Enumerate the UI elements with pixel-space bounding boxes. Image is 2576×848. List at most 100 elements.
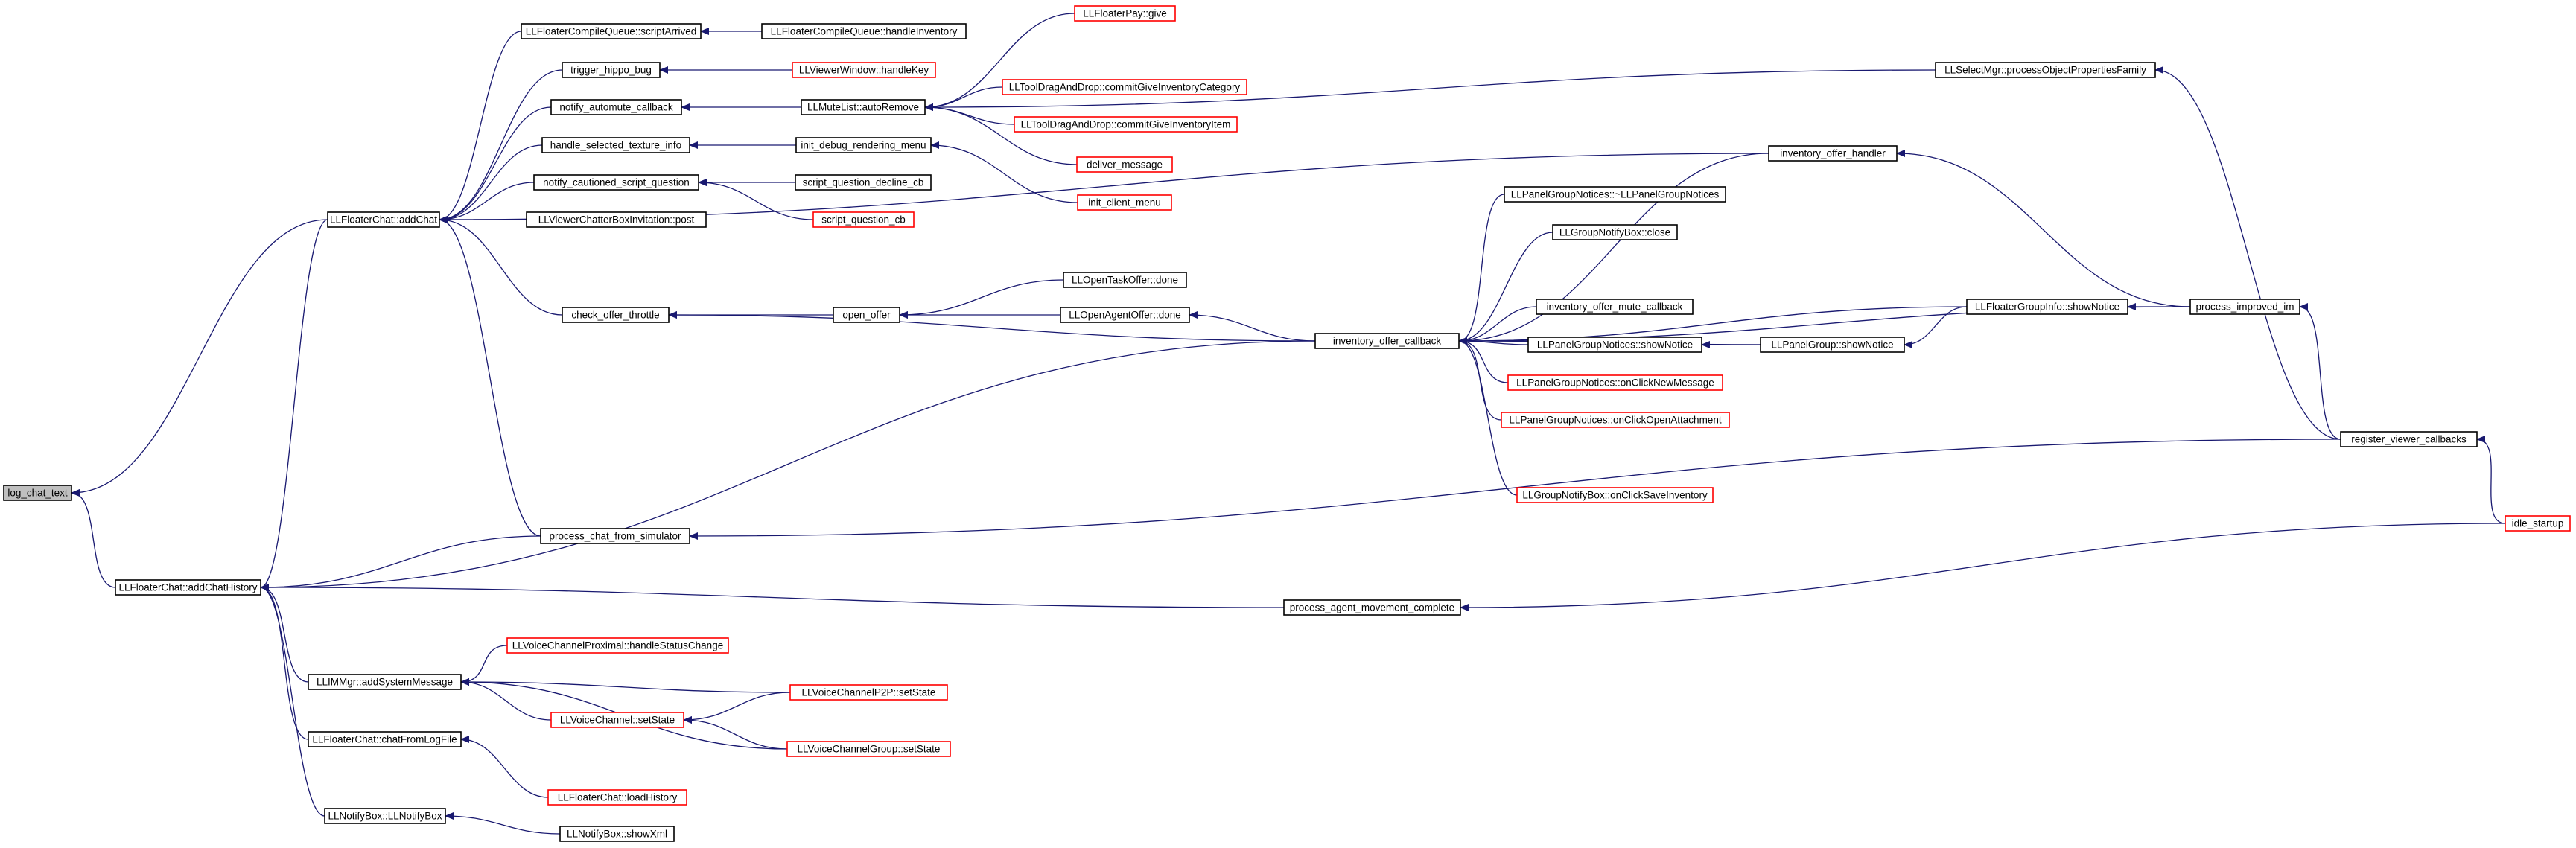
graph-node-inventory-offer-mute-callback[interactable]: inventory_offer_mute_callback <box>1536 299 1694 315</box>
node-box[interactable] <box>795 137 932 153</box>
node-box[interactable] <box>761 23 967 39</box>
graph-node-llpanelgroupnotices-shownotice[interactable]: LLPanelGroupNotices::showNotice <box>1527 337 1702 353</box>
node-box[interactable] <box>795 174 932 191</box>
node-box[interactable] <box>1283 599 1461 616</box>
graph-node-llgroupnotifybox-close[interactable]: LLGroupNotifyBox::close <box>1552 224 1678 240</box>
node-box[interactable] <box>1760 337 1905 353</box>
node-box[interactable] <box>1501 412 1730 428</box>
graph-node-llnotifybox-ctor[interactable]: LLNotifyBox::LLNotifyBox <box>324 808 446 824</box>
graph-node-notify-automute-callback[interactable]: notify_automute_callback <box>550 99 682 115</box>
graph-node-chatfromlogfile[interactable]: LLFloaterChat::chatFromLogFile <box>308 731 462 747</box>
graph-node-process-improved-im[interactable]: process_improved_im <box>2189 299 2300 315</box>
graph-node-init-debug-rendering-menu[interactable]: init_debug_rendering_menu <box>795 137 932 153</box>
graph-node-script-question-decline-cb[interactable]: script_question_decline_cb <box>795 174 932 191</box>
graph-node-commitgiveinventoryitem[interactable]: LLToolDragAndDrop::commitGiveInventoryIt… <box>1014 116 1238 133</box>
graph-node-init-client-menu[interactable]: init_client_menu <box>1077 194 1172 211</box>
node-box[interactable] <box>550 99 682 115</box>
node-box[interactable] <box>801 99 926 115</box>
graph-node-voicechannel-setstate[interactable]: LLVoiceChannel::setState <box>550 712 684 728</box>
node-box[interactable] <box>308 674 462 690</box>
graph-node-llopenagentoffer-done[interactable]: LLOpenAgentOffer::done <box>1060 307 1190 323</box>
graph-node-handlekey[interactable]: LLViewerWindow::handleKey <box>792 62 936 78</box>
graph-node-llfloatergroupinfo-shownotice[interactable]: LLFloaterGroupInfo::showNotice <box>1966 299 2128 315</box>
graph-node-autoremove[interactable]: LLMuteList::autoRemove <box>801 99 926 115</box>
node-box[interactable] <box>327 211 440 228</box>
node-box[interactable] <box>540 528 690 544</box>
node-box[interactable] <box>1966 299 2128 315</box>
node-box[interactable] <box>2505 515 2571 532</box>
node-box[interactable] <box>1074 5 1176 22</box>
graph-node-llpanelgroupnotices-dtor[interactable]: LLPanelGroupNotices::~LLPanelGroupNotice… <box>1504 186 1726 203</box>
node-box[interactable] <box>324 808 446 824</box>
graph-node-idle-startup[interactable]: idle_startup <box>2505 515 2571 532</box>
node-box[interactable] <box>812 211 915 228</box>
graph-node-addchat[interactable]: LLFloaterChat::addChat <box>327 211 440 228</box>
node-box[interactable] <box>1516 487 1714 503</box>
graph-node-addsystemmessage[interactable]: LLIMMgr::addSystemMessage <box>308 674 462 690</box>
node-box[interactable] <box>115 579 261 596</box>
graph-node-deliver-message[interactable]: deliver_message <box>1076 156 1173 173</box>
graph-node-script-question-cb[interactable]: script_question_cb <box>812 211 915 228</box>
node-box[interactable] <box>506 637 729 654</box>
node-box[interactable] <box>1552 224 1678 240</box>
node-box[interactable] <box>521 23 702 39</box>
graph-node-log-chat-text[interactable]: log_chat_text <box>3 485 72 501</box>
graph-node-voicegroup-setstate[interactable]: LLVoiceChannelGroup::setState <box>786 741 951 757</box>
graph-node-chatterboxinvitation-post[interactable]: LLViewerChatterBoxInvitation::post <box>526 211 707 228</box>
node-box[interactable] <box>541 137 690 153</box>
graph-node-commitgiveinventorycategory[interactable]: LLToolDragAndDrop::commitGiveInventoryCa… <box>1002 79 1247 95</box>
graph-node-addchathistory[interactable]: LLFloaterChat::addChatHistory <box>115 579 261 596</box>
graph-node-check-offer-throttle[interactable]: check_offer_throttle <box>562 307 670 323</box>
node-box[interactable] <box>559 826 675 842</box>
graph-node-llopentaskoffer-done[interactable]: LLOpenTaskOffer::done <box>1063 272 1187 288</box>
node-box[interactable] <box>1504 186 1726 203</box>
node-box[interactable] <box>526 211 707 228</box>
graph-node-loadhistory[interactable]: LLFloaterChat::loadHistory <box>547 789 687 806</box>
node-box[interactable] <box>789 684 948 701</box>
node-box[interactable] <box>1077 194 1172 211</box>
node-box[interactable] <box>1314 333 1460 349</box>
node-box[interactable] <box>792 62 936 78</box>
node-box[interactable] <box>1076 156 1173 173</box>
node-box[interactable] <box>1014 116 1238 133</box>
node-box[interactable] <box>3 485 72 501</box>
graph-node-process-chat-from-simulator[interactable]: process_chat_from_simulator <box>540 528 690 544</box>
node-box[interactable] <box>1507 374 1723 391</box>
graph-node-voiceproximal-handlestatuschange[interactable]: LLVoiceChannelProximal::handleStatusChan… <box>506 637 729 654</box>
node-box[interactable] <box>547 789 687 806</box>
graph-node-onclicksaveinventory[interactable]: LLGroupNotifyBox::onClickSaveInventory <box>1516 487 1714 503</box>
graph-node-processobjectpropertiesfamily[interactable]: LLSelectMgr::processObjectPropertiesFami… <box>1935 62 2156 78</box>
node-box[interactable] <box>308 731 462 747</box>
node-box[interactable] <box>1002 79 1247 95</box>
graph-node-onclickopenattachment[interactable]: LLPanelGroupNotices::onClickOpenAttachme… <box>1501 412 1730 428</box>
node-box[interactable] <box>562 62 661 78</box>
node-box[interactable] <box>1768 145 1898 162</box>
node-box[interactable] <box>1935 62 2156 78</box>
graph-node-scriptarrived[interactable]: LLFloaterCompileQueue::scriptArrived <box>521 23 702 39</box>
graph-node-notify-cautioned-script-question[interactable]: notify_cautioned_script_question <box>533 174 699 191</box>
graph-node-voicep2p-setstate[interactable]: LLVoiceChannelP2P::setState <box>789 684 948 701</box>
node-box[interactable] <box>833 307 900 323</box>
node-box[interactable] <box>1063 272 1187 288</box>
node-box[interactable] <box>533 174 699 191</box>
graph-node-handle-selected-texture-info[interactable]: handle_selected_texture_info <box>541 137 690 153</box>
node-box[interactable] <box>1060 307 1190 323</box>
graph-node-process-agent-movement-complete[interactable]: process_agent_movement_complete <box>1283 599 1461 616</box>
graph-node-open-offer[interactable]: open_offer <box>833 307 900 323</box>
graph-node-give[interactable]: LLFloaterPay::give <box>1074 5 1176 22</box>
graph-node-llnotifybox-showxml[interactable]: LLNotifyBox::showXml <box>559 826 675 842</box>
graph-node-inventory-offer-callback[interactable]: inventory_offer_callback <box>1314 333 1460 349</box>
graph-node-trigger-hippo-bug[interactable]: trigger_hippo_bug <box>562 62 661 78</box>
graph-node-inventory-offer-handler[interactable]: inventory_offer_handler <box>1768 145 1898 162</box>
graph-node-onclicknewmessage[interactable]: LLPanelGroupNotices::onClickNewMessage <box>1507 374 1723 391</box>
node-box[interactable] <box>562 307 670 323</box>
graph-node-handleinventory[interactable]: LLFloaterCompileQueue::handleInventory <box>761 23 967 39</box>
node-box[interactable] <box>786 741 951 757</box>
node-box[interactable] <box>1536 299 1694 315</box>
node-box[interactable] <box>2189 299 2300 315</box>
node-box[interactable] <box>550 712 684 728</box>
node-box[interactable] <box>2340 431 2478 447</box>
node-box[interactable] <box>1527 337 1702 353</box>
graph-node-llpanelgroup-shownotice[interactable]: LLPanelGroup::showNotice <box>1760 337 1905 353</box>
graph-node-register-viewer-callbacks[interactable]: register_viewer_callbacks <box>2340 431 2478 447</box>
